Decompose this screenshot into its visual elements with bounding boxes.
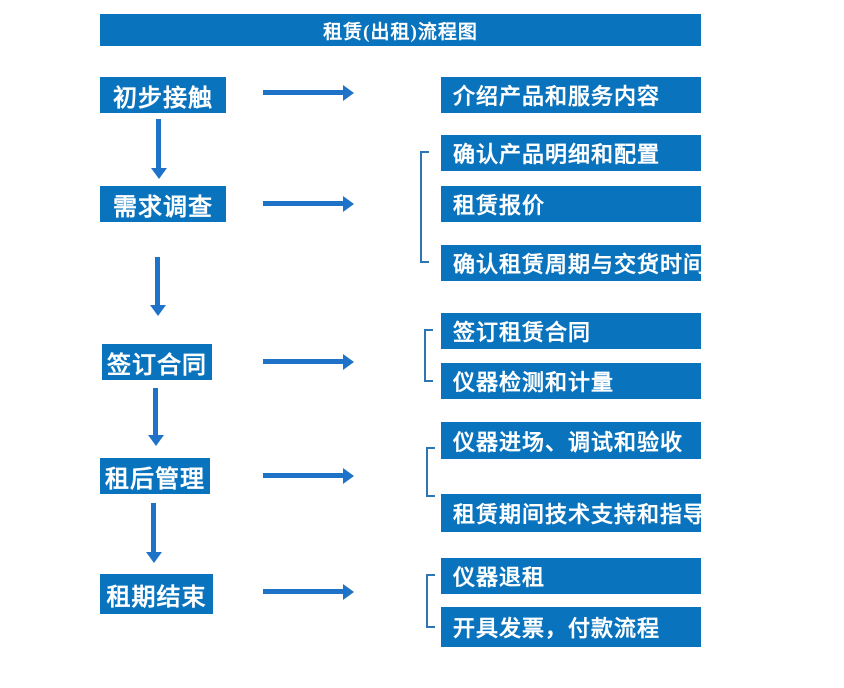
output-box-invoice-payment-process: 开具发票，付款流程: [441, 607, 701, 647]
output-box-introduce-products-services: 介绍产品和服务内容: [441, 77, 701, 113]
bracket-connector: [420, 151, 429, 263]
output-box-instrument-return: 仪器退租: [441, 558, 701, 594]
page-title: 租赁(出租)流程图: [100, 14, 701, 46]
output-box-sign-rental-contract: 签订租赁合同: [441, 313, 701, 349]
down-arrow-icon: [156, 119, 161, 168]
down-arrow-icon: [155, 257, 160, 305]
down-arrow-icon: [151, 503, 156, 552]
step-box-initial-contact: 初步接触: [100, 77, 226, 113]
down-arrow-icon: [153, 388, 158, 435]
output-box-instrument-testing-calibration: 仪器检测和计量: [441, 363, 701, 399]
output-box-confirm-rental-period-delivery: 确认租赁周期与交货时间: [441, 245, 705, 281]
step-box-demand-survey: 需求调查: [100, 186, 226, 222]
bracket-connector: [426, 447, 435, 497]
bracket-connector: [426, 574, 435, 628]
step-box-lease-end: 租期结束: [100, 574, 213, 614]
output-box-instrument-setup-acceptance: 仪器进场、调试和验收: [441, 422, 701, 459]
output-box-confirm-product-details: 确认产品明细和配置: [441, 135, 701, 171]
output-box-technical-support-guidance: 租赁期间技术支持和指导: [441, 494, 705, 532]
bracket-connector: [424, 329, 433, 382]
output-box-rental-quote: 租赁报价: [441, 186, 701, 222]
right-arrow-icon: [263, 473, 343, 478]
right-arrow-icon: [263, 90, 343, 95]
right-arrow-icon: [263, 589, 343, 594]
step-box-sign-contract: 签订合同: [102, 344, 212, 380]
right-arrow-icon: [263, 359, 343, 364]
step-box-post-rental-management: 租后管理: [100, 458, 210, 494]
right-arrow-icon: [263, 201, 343, 206]
